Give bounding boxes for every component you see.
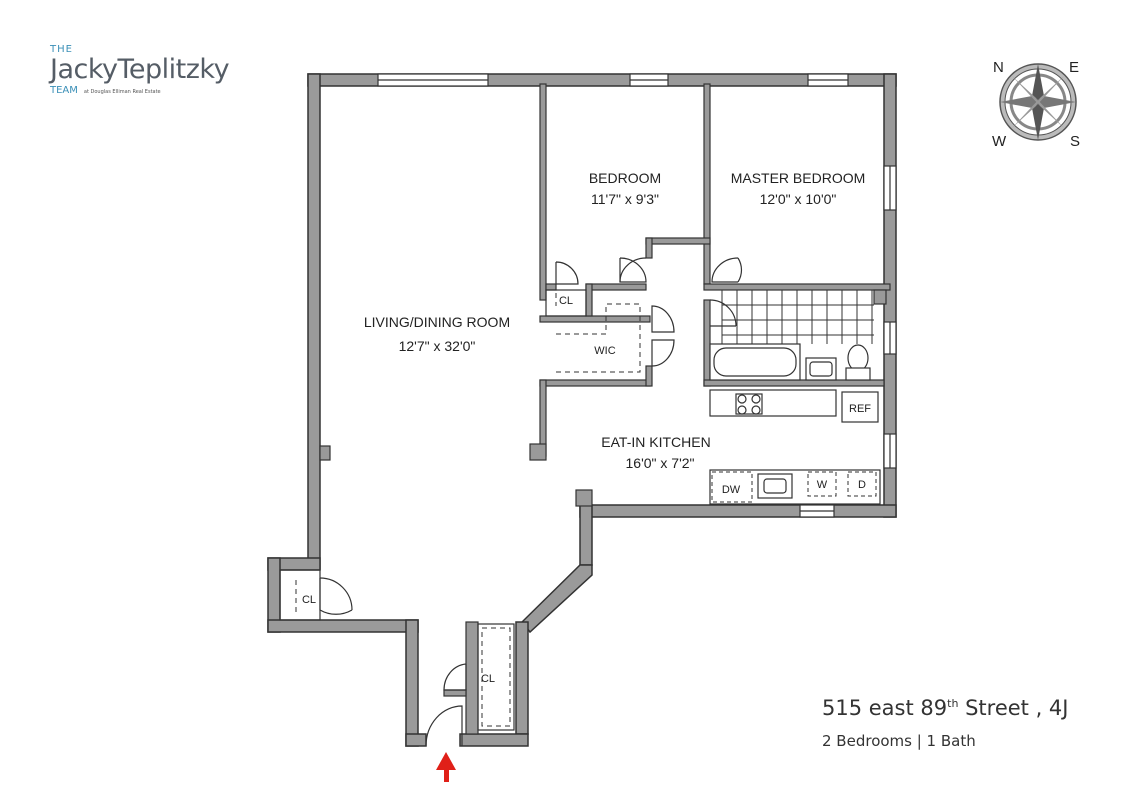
refrigerator [841, 391, 879, 423]
compass-w: W [992, 133, 1007, 150]
compass-n: N [993, 59, 1004, 76]
dryer-label: D [858, 479, 866, 491]
compass-rose: N E W S [992, 59, 1080, 150]
kitchen-name: EAT-IN KITCHEN [601, 434, 710, 450]
dishwasher-label: DW [722, 484, 741, 496]
appliance-outlines [711, 471, 877, 503]
compass-s: S [1070, 133, 1080, 150]
brand-team: TEAM at Douglas Elliman Real Estate [50, 85, 229, 96]
living-closet-label: CL [302, 594, 316, 606]
living-room-size: 12'7" x 32'0" [399, 338, 476, 354]
bathroom-tiles [721, 289, 874, 344]
entry-closet-label: CL [481, 673, 495, 685]
living-room-name: LIVING/DINING ROOM [364, 314, 510, 330]
kitchen-size: 16'0" x 7'2" [626, 455, 695, 471]
bedroom-closet-label: CL [559, 295, 573, 307]
address-post: Street , 4J [958, 696, 1069, 720]
compass-e: E [1069, 59, 1079, 76]
washer-label: W [817, 479, 828, 491]
refrigerator-label: REF [849, 403, 871, 415]
closet-shelves [295, 266, 641, 727]
closet-inner [279, 289, 587, 731]
bedroom-size: 11'7" x 9'3" [591, 191, 659, 207]
brand-team-label: TEAM [50, 85, 78, 96]
brand-the: THE [50, 44, 73, 55]
brand-affiliation: at Douglas Elliman Real Estate [83, 89, 161, 95]
listing-summary: 2 Bedrooms | 1 Bath [822, 732, 976, 750]
door-swings [319, 257, 743, 747]
kitchen-fixtures [709, 389, 881, 505]
toilet [847, 344, 869, 372]
entry-arrow [436, 752, 456, 782]
interior-walls [319, 83, 891, 735]
wic-label: WIC [594, 345, 615, 357]
master-bedroom-name: MASTER BEDROOM [731, 170, 866, 186]
listing-address: 515 east 89th Street , 4J [822, 696, 1069, 720]
bedroom-name: BEDROOM [589, 170, 661, 186]
master-bedroom-size: 12'0" x 10'0" [760, 191, 837, 207]
brand-logo: THE JackyTeplitzky TEAM at Douglas Ellima… [50, 44, 230, 96]
windows [377, 73, 897, 518]
bath-fixtures [709, 343, 871, 381]
brand-name: JackyTeplitzky [50, 54, 230, 85]
address-sup: th [947, 697, 959, 710]
address-pre: 515 east 89 [822, 696, 948, 720]
